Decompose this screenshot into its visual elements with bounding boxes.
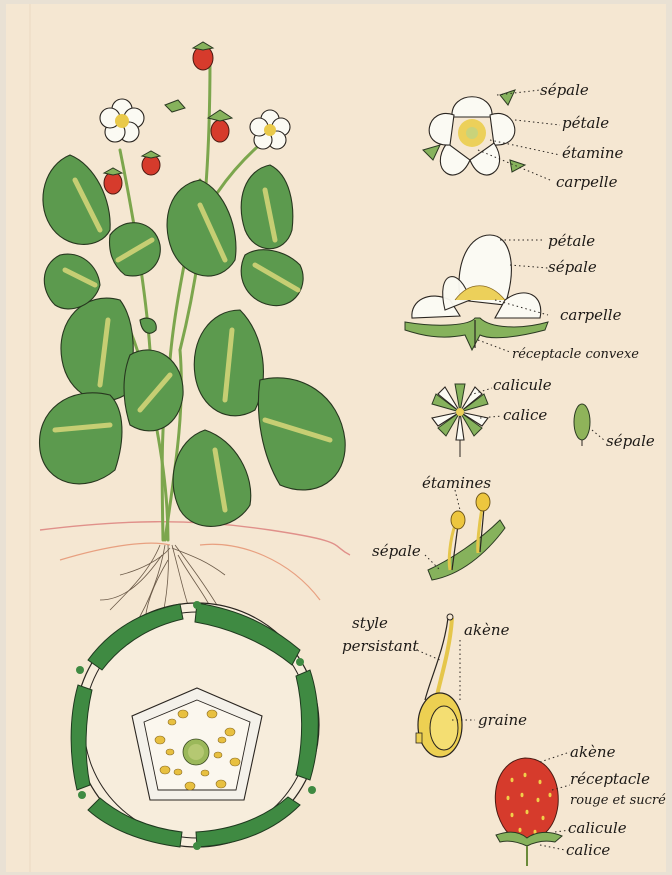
plant-berry-1 — [104, 168, 122, 194]
fig5-label-style: style — [352, 614, 388, 632]
fig4-label-sepale: sépale — [372, 542, 421, 560]
fig2-label-sepale: sépale — [548, 258, 597, 276]
fig6-label-receptacle: réceptacle — [570, 770, 650, 788]
fig6-label-calice: calice — [566, 841, 610, 859]
fig3-label-sepale: sépale — [606, 432, 655, 450]
fig2-label-petale: pétale — [548, 232, 595, 250]
fig6-label-rouge-sucre: rouge et sucré — [570, 793, 666, 808]
fig5-label-akene: akène — [464, 621, 510, 639]
floral-diagram — [71, 601, 319, 850]
fig3-label-calice: calice — [503, 406, 547, 424]
fig2-label-carpelle: carpelle — [560, 306, 622, 324]
fig6-label-akene: akène — [570, 743, 616, 761]
fig1-label-etamine: étamine — [562, 144, 624, 162]
fig5-seed-shape — [430, 706, 458, 750]
fig4-label-etamines: étamines — [422, 474, 491, 492]
fig1-label-petale: pétale — [562, 114, 609, 132]
plant-berry-top — [193, 42, 213, 70]
plant-berry-2 — [142, 151, 160, 175]
fig3-sepal-shape — [574, 404, 590, 440]
fig1-label-sepale: sépale — [540, 81, 589, 99]
fig1-label-carpelle: carpelle — [556, 173, 618, 191]
fig5-label-graine: graine — [478, 711, 527, 729]
fig2-label-receptacle: réceptacle convexe — [512, 347, 639, 362]
fig6-label-calicule: calicule — [568, 819, 627, 837]
fig3-label-calicule: calicule — [493, 376, 552, 394]
fig5-label-persistant: persistant — [342, 637, 419, 655]
